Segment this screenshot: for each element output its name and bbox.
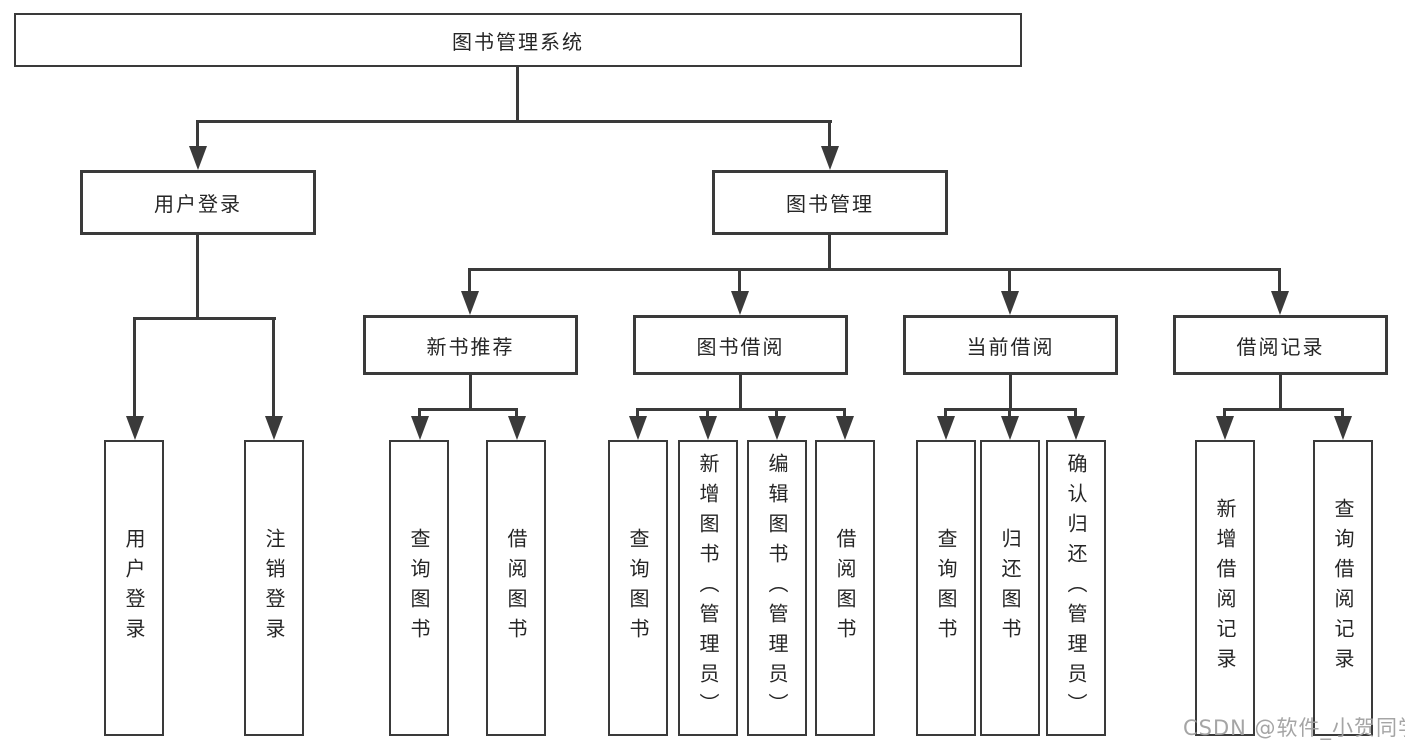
leaf-br-query-record: 查询借阅记录: [1313, 440, 1373, 736]
node-borrowing-records: 借阅记录: [1173, 315, 1388, 375]
connector: [418, 408, 421, 416]
connector: [843, 408, 846, 416]
arrow-down-icon: [461, 291, 479, 315]
node-book-management: 图书管理: [712, 170, 948, 235]
arrow-down-icon: [508, 416, 526, 440]
connector: [739, 375, 742, 408]
arrow-down-icon: [937, 416, 955, 440]
node-current-borrowing: 当前借阅: [903, 315, 1118, 375]
leaf-cb-query-book: 查询图书: [916, 440, 976, 736]
leaf-bb-add-book-admin: 新增图书（管理员）: [678, 440, 738, 736]
node-label: 归还图书: [998, 528, 1022, 648]
node-library-management-system: 图书管理系统: [14, 13, 1022, 67]
connector: [1279, 375, 1282, 408]
connector: [515, 408, 518, 416]
connector: [196, 120, 832, 123]
arrow-down-icon: [411, 416, 429, 440]
node-label: 图书管理系统: [452, 29, 584, 54]
csdn-watermark: CSDN @软件_小贺同学: [1183, 716, 1405, 740]
arrow-down-icon: [1216, 416, 1234, 440]
connector: [1074, 408, 1077, 416]
leaf-bb-query-book: 查询图书: [608, 440, 668, 736]
arrow-down-icon: [1334, 416, 1352, 440]
connector: [1341, 408, 1344, 416]
node-label: 查询图书: [934, 528, 958, 648]
connector: [637, 408, 846, 411]
connector: [1223, 408, 1226, 416]
node-label: 查询图书: [407, 528, 431, 648]
arrow-down-icon: [699, 416, 717, 440]
node-label: 借阅图书: [833, 528, 857, 648]
arrow-down-icon: [265, 416, 283, 440]
leaf-logout: 注销登录: [244, 440, 304, 736]
node-label: 新增图书（管理员）: [696, 453, 720, 723]
connector: [133, 317, 136, 416]
connector: [775, 408, 778, 416]
arrow-down-icon: [126, 416, 144, 440]
connector: [272, 317, 275, 416]
connector: [738, 268, 741, 291]
node-label: 编辑图书（管理员）: [765, 453, 789, 723]
node-label: 查询图书: [626, 528, 650, 648]
connector: [1008, 268, 1011, 291]
node-label: 查询借阅记录: [1331, 498, 1355, 678]
leaf-user-login: 用户登录: [104, 440, 164, 736]
connector: [828, 235, 831, 268]
node-label: 图书借阅: [696, 334, 785, 359]
connector: [468, 268, 471, 291]
connector: [418, 408, 518, 411]
node-new-book-recommendation: 新书推荐: [363, 315, 578, 375]
node-label: 借阅记录: [1236, 334, 1325, 359]
arrow-down-icon: [1067, 416, 1085, 440]
leaf-nbr-borrow-book: 借阅图书: [486, 440, 546, 736]
connector: [1008, 408, 1011, 416]
node-label: 借阅图书: [504, 528, 528, 648]
node-book-borrowing: 图书借阅: [633, 315, 848, 375]
connector: [944, 408, 947, 416]
connector: [469, 268, 1281, 271]
connector: [516, 67, 519, 120]
node-label: 新书推荐: [426, 334, 515, 359]
node-label: 用户登录: [154, 192, 242, 216]
connector: [133, 317, 276, 320]
arrow-down-icon: [768, 416, 786, 440]
connector: [828, 120, 831, 146]
leaf-bb-edit-book-admin: 编辑图书（管理员）: [747, 440, 807, 736]
node-label: 注销登录: [262, 528, 286, 648]
node-label: 新增借阅记录: [1213, 498, 1237, 678]
node-user-login: 用户登录: [80, 170, 316, 235]
arrow-down-icon: [1001, 291, 1019, 315]
connector: [1009, 375, 1012, 408]
arrow-down-icon: [1001, 416, 1019, 440]
leaf-br-add-record: 新增借阅记录: [1195, 440, 1255, 736]
leaf-bb-borrow-book: 借阅图书: [815, 440, 875, 736]
connector: [1278, 268, 1281, 291]
arrow-down-icon: [836, 416, 854, 440]
leaf-cb-return-book: 归还图书: [980, 440, 1040, 736]
connector: [196, 235, 199, 317]
connector: [945, 408, 1077, 411]
arrow-down-icon: [731, 291, 749, 315]
node-label: 当前借阅: [966, 334, 1055, 359]
connector: [636, 408, 639, 416]
arrow-down-icon: [821, 146, 839, 170]
arrow-down-icon: [629, 416, 647, 440]
connector: [196, 120, 199, 146]
leaf-nbr-query-book: 查询图书: [389, 440, 449, 736]
leaf-cb-confirm-return-admin: 确认归还（管理员）: [1046, 440, 1106, 736]
node-label: 确认归还（管理员）: [1064, 453, 1088, 723]
connector: [1224, 408, 1344, 411]
connector: [469, 375, 472, 408]
arrow-down-icon: [1271, 291, 1289, 315]
node-label: 用户登录: [122, 528, 146, 648]
node-label: 图书管理: [786, 192, 874, 216]
arrow-down-icon: [189, 146, 207, 170]
connector: [706, 408, 709, 416]
